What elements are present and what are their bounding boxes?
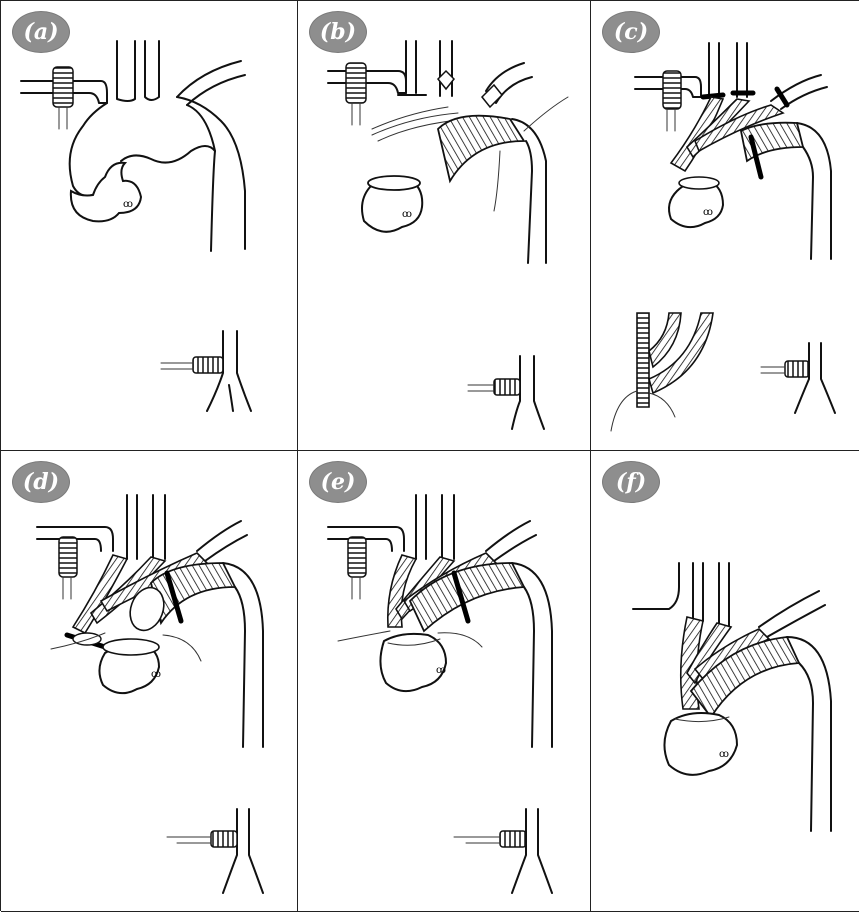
axillary-graft bbox=[346, 63, 366, 103]
panel-a-drawing: ꝏ bbox=[1, 1, 298, 451]
aortic-root-opening bbox=[103, 639, 159, 655]
heart bbox=[664, 713, 737, 775]
heart-mark: ꝏ bbox=[703, 207, 713, 218]
subclavian-occluder-icon bbox=[482, 85, 502, 107]
descending-aorta bbox=[223, 563, 263, 747]
descending-aorta bbox=[177, 97, 245, 251]
heart bbox=[71, 163, 141, 222]
heart-mark: ꝏ bbox=[123, 199, 133, 210]
descending-aorta bbox=[512, 563, 552, 747]
axillary-graft bbox=[53, 67, 73, 107]
panel-e-drawing: ꝏ bbox=[298, 451, 591, 912]
arch-branches bbox=[416, 495, 454, 559]
femoral-graft bbox=[193, 357, 223, 373]
femoral-cannula bbox=[161, 363, 193, 369]
femoral-graft bbox=[785, 361, 809, 377]
panel-f: ꝏ (f) bbox=[591, 451, 859, 912]
graft-cannula bbox=[63, 577, 71, 599]
branch-graft-end bbox=[73, 633, 101, 645]
right-arm-vessel bbox=[328, 71, 406, 93]
panel-f-drawing: ꝏ bbox=[591, 451, 859, 912]
aortic-root-opening bbox=[368, 176, 420, 190]
subclavian-branch bbox=[197, 521, 247, 561]
trifurcated-graft-limb-1 bbox=[649, 313, 681, 367]
heart-mark: ꝏ bbox=[719, 749, 729, 760]
panel-b: ꝏ (b) bbox=[298, 1, 591, 451]
panel-label-f: (f) bbox=[603, 462, 659, 502]
panel-label-c: (c) bbox=[603, 12, 659, 52]
heart bbox=[380, 634, 446, 691]
aortic-root-opening bbox=[679, 177, 719, 189]
panel-label-b: (b) bbox=[310, 12, 366, 52]
panel-d-drawing: ꝏ bbox=[1, 451, 298, 912]
panel-e: ꝏ (e) bbox=[298, 451, 591, 912]
graft-cannula bbox=[352, 577, 360, 599]
femoral-artery bbox=[223, 809, 263, 893]
femoral-cannula bbox=[761, 367, 785, 373]
subclavian-branch bbox=[486, 521, 536, 561]
graft-cannula bbox=[352, 103, 360, 125]
panel-a: ꝏ (a) bbox=[1, 1, 298, 451]
right-arm-vessel bbox=[633, 563, 679, 609]
heart-mark: ꝏ bbox=[151, 669, 161, 680]
femoral-cannula bbox=[454, 837, 500, 843]
graft-cannula bbox=[59, 107, 67, 129]
panel-label-d: (d) bbox=[13, 462, 69, 502]
axillary-graft bbox=[348, 537, 366, 577]
arch-branches bbox=[127, 495, 165, 559]
heart-mark: ꝏ bbox=[436, 665, 446, 676]
femoral-artery bbox=[512, 809, 552, 893]
axillary-graft bbox=[663, 71, 681, 109]
femoral-graft bbox=[500, 831, 526, 847]
panel-c: ꝏ (c) bbox=[591, 1, 859, 451]
subclavian-branch bbox=[759, 591, 825, 637]
femoral-cannula bbox=[468, 385, 494, 391]
subclavian-branch bbox=[177, 61, 245, 105]
innominate-branch bbox=[117, 41, 135, 101]
axillary-graft bbox=[59, 537, 77, 577]
graft-cannula bbox=[667, 109, 675, 131]
panel-c-drawing: ꝏ bbox=[591, 1, 859, 451]
carotid-branch bbox=[145, 41, 159, 100]
heart-mark: ꝏ bbox=[402, 209, 412, 220]
femoral-cannula bbox=[167, 837, 211, 843]
descending-aorta bbox=[787, 637, 831, 831]
inner-arch-curve bbox=[121, 146, 215, 163]
femoral-graft bbox=[494, 379, 520, 395]
panel-label-e: (e) bbox=[310, 462, 366, 502]
arch-branches bbox=[693, 563, 729, 627]
panel-label-a: (a) bbox=[13, 12, 69, 52]
femoral-graft bbox=[211, 831, 237, 847]
femoral-artery bbox=[795, 343, 835, 413]
arch-graft bbox=[438, 116, 524, 181]
panel-d: ꝏ (d) bbox=[1, 451, 298, 912]
trifurcated-graft-trunk bbox=[637, 313, 649, 407]
arch-branches bbox=[709, 43, 747, 97]
panel-b-drawing: ꝏ bbox=[298, 1, 591, 451]
innominate-stump bbox=[406, 41, 416, 93]
